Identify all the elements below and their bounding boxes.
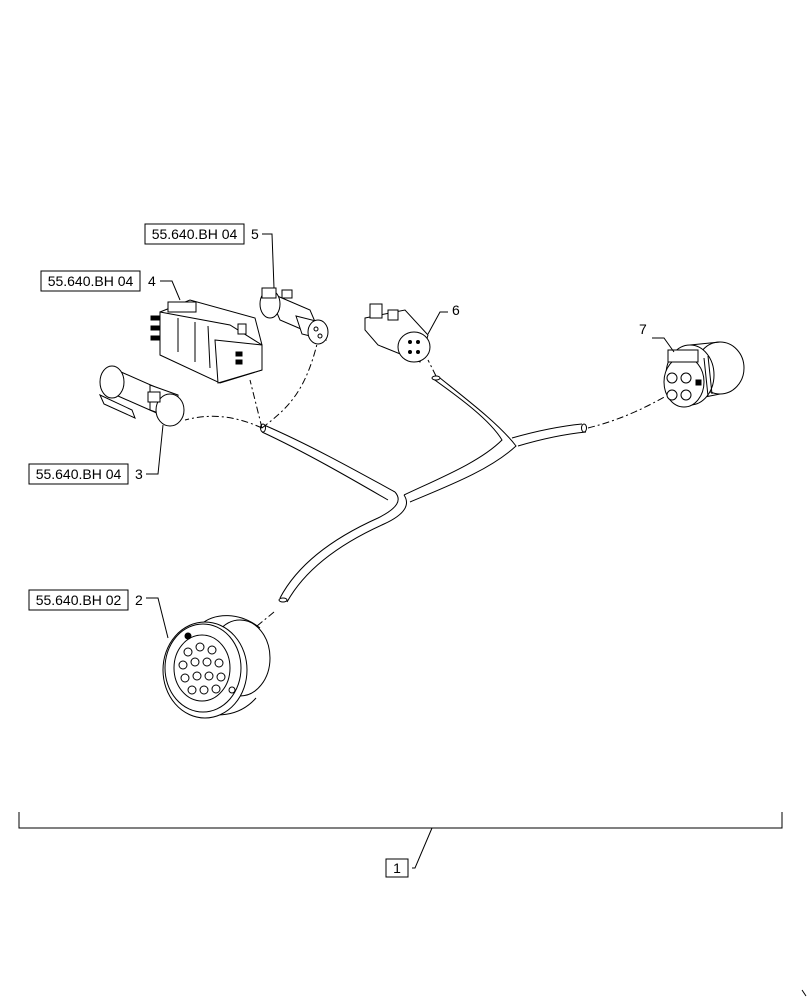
callout-2-reference: 55.640.BH 02 <box>36 592 122 608</box>
connector-6-rectangular <box>364 303 431 363</box>
corner-mark <box>801 989 807 997</box>
connector-2-circular <box>162 615 271 719</box>
callout-3-reference: 55.640.BH 04 <box>36 466 122 482</box>
callout-5-number: 5 <box>251 226 259 242</box>
callout-5-reference: 55.640.BH 04 <box>152 226 238 242</box>
wire-leads <box>184 339 667 641</box>
callout-2: 55.640.BH 02 2 <box>28 589 169 639</box>
connector-2-pins <box>178 642 226 695</box>
callout-4-reference: 55.640.BH 04 <box>48 273 134 289</box>
assembly-bracket <box>18 812 783 869</box>
connector-5-round <box>259 287 329 345</box>
harness-cable <box>260 375 587 603</box>
callout-4: 55.640.BH 04 4 <box>40 270 181 301</box>
callout-5: 55.640.BH 04 5 <box>144 223 275 289</box>
connector-4-rectangular <box>150 299 263 384</box>
callout-3: 55.640.BH 04 3 <box>28 424 164 485</box>
callout-7: 7 <box>639 321 675 353</box>
callout-4-number: 4 <box>148 273 156 289</box>
callout-1-number: 1 <box>393 860 401 876</box>
callout-2-number: 2 <box>135 592 143 608</box>
callout-3-number: 3 <box>135 466 143 482</box>
callout-1: 1 <box>385 858 409 878</box>
connector-7-round <box>663 341 745 408</box>
callout-6: 6 <box>427 302 460 335</box>
callout-6-number: 6 <box>452 302 460 318</box>
connector-3-cylindrical <box>98 365 185 427</box>
callout-7-number: 7 <box>639 321 647 337</box>
